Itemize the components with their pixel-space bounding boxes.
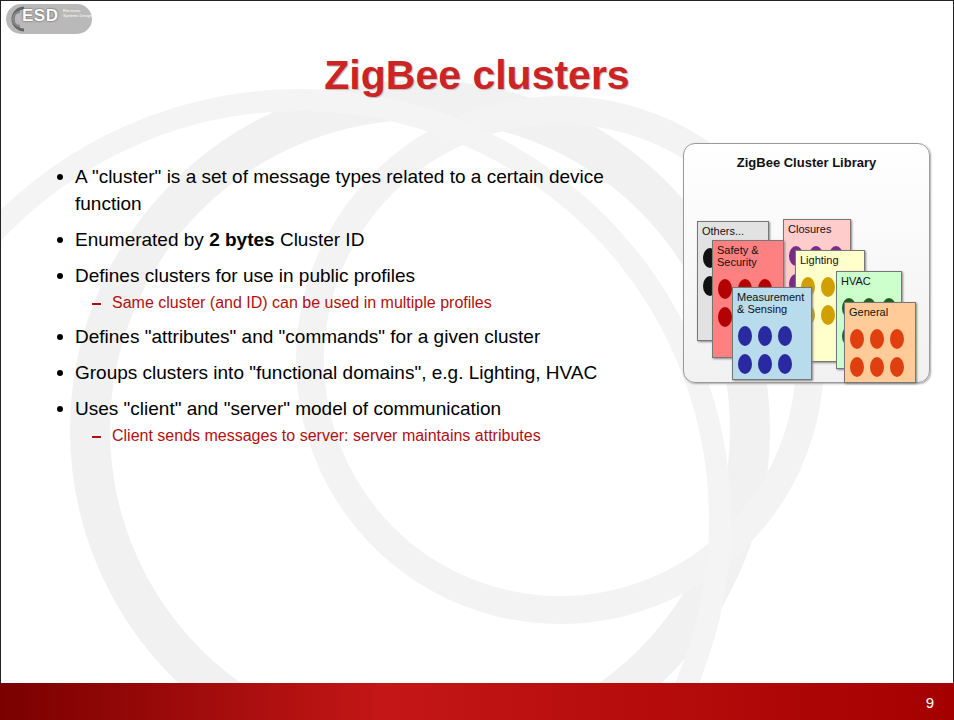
page-number: 9 <box>926 694 934 711</box>
bullet-dot <box>57 273 63 279</box>
cluster-dot <box>778 354 792 374</box>
bullet-list: A "cluster" is a set of message types re… <box>56 163 666 456</box>
cluster-dot <box>738 326 752 346</box>
cluster-dot <box>850 329 864 349</box>
bullet-item: Defines clusters for use in public profi… <box>56 262 666 289</box>
cluster-dot <box>718 279 732 299</box>
logo-ground <box>6 4 92 34</box>
bold-text: 2 bytes <box>209 229 274 250</box>
cluster-dot <box>738 354 752 374</box>
library-panel: ZigBee Cluster LibraryOthers... ClosuresS… <box>683 143 930 383</box>
bullet-dash <box>92 303 101 305</box>
cluster-dot <box>758 354 772 374</box>
cluster-dot <box>850 357 864 377</box>
bullet-item: A "cluster" is a set of message types re… <box>56 163 666 217</box>
bullet-dash <box>92 436 101 438</box>
sub-bullet-item: Client sends messages to server: server … <box>92 425 617 447</box>
logo-subtext: Electronic Systems Design <box>63 8 93 18</box>
bullet-dot <box>57 370 63 376</box>
cluster-dot <box>821 277 835 297</box>
bullet-item: Uses "client" and "server" model of comm… <box>56 395 666 422</box>
logo-text: ESD <box>22 6 58 26</box>
bullet-text: Groups clusters into "functional domains… <box>75 362 597 383</box>
card-label: Others... <box>698 222 768 237</box>
footer-bar <box>0 683 954 720</box>
cluster-dot <box>870 329 884 349</box>
bullet-text: A "cluster" is a set of message types re… <box>75 166 604 214</box>
bullet-item: Enumerated by 2 bytes Cluster ID <box>56 226 666 253</box>
bullet-text: Uses "client" and "server" model of comm… <box>75 398 501 419</box>
cluster-dot <box>758 326 772 346</box>
card-label: Closures <box>784 220 850 235</box>
card-label: HVAC <box>837 272 901 287</box>
bullet-dot <box>57 237 63 243</box>
panel-title: ZigBee Cluster Library <box>684 155 929 170</box>
cluster-dot <box>821 305 835 325</box>
bullet-dot <box>57 174 63 180</box>
bullet-text: Enumerated by <box>75 229 204 250</box>
bullet-text: Client sends messages to server: server … <box>112 427 541 444</box>
cluster-dot <box>870 357 884 377</box>
bullet-text: Cluster ID <box>280 229 364 250</box>
card-label: Safety & Security <box>713 241 783 268</box>
bullet-text: Same cluster (and ID) can be used in mul… <box>112 294 492 311</box>
card-label: General <box>845 303 915 318</box>
cluster-dot <box>890 329 904 349</box>
cluster-card: General <box>844 302 916 383</box>
cluster-card: Measurement & Sensing <box>732 287 812 380</box>
logo-arc <box>13 12 20 26</box>
bullet-item: Defines "attributes" and "commands" for … <box>56 323 666 350</box>
bullet-text: Defines "attributes" and "commands" for … <box>75 326 540 347</box>
swirl-arc <box>0 100 720 720</box>
card-label: Measurement & Sensing <box>733 288 811 315</box>
cluster-dot <box>890 357 904 377</box>
sub-bullet-item: Same cluster (and ID) can be used in mul… <box>92 292 617 314</box>
slide-title: ZigBee clusters <box>0 52 954 99</box>
bullet-text: Defines clusters for use in public profi… <box>75 265 415 286</box>
cluster-dot <box>778 326 792 346</box>
card-label: Lighting <box>796 251 864 266</box>
bullet-item: Groups clusters into "functional domains… <box>56 359 666 386</box>
bullet-dot <box>57 334 63 340</box>
cluster-dot <box>718 307 732 327</box>
bullet-dot <box>57 406 63 412</box>
